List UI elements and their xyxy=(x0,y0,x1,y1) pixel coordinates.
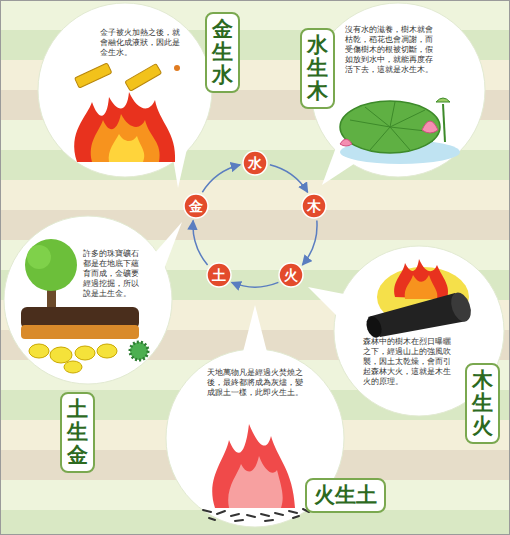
lotus-part xyxy=(350,102,435,150)
lotus-part xyxy=(422,121,438,133)
fire-part xyxy=(91,114,160,162)
fire-part xyxy=(228,456,282,508)
element-char: 金 xyxy=(189,199,203,213)
burning-log-part xyxy=(364,314,385,339)
burning-log-part xyxy=(405,275,438,299)
fire-part xyxy=(109,134,145,162)
speech-bubble: 火生土天地萬物凡是經過火焚燒之後，最終都將成為灰燼，變成跟土一樣，此即火生土。 xyxy=(165,348,345,528)
tree-soil-gold-part xyxy=(50,347,72,363)
circle-fill xyxy=(302,194,326,218)
burning-log xyxy=(364,259,475,340)
text-place: 水生木 xyxy=(300,28,335,109)
bubble-heading: 土生金 xyxy=(60,392,95,473)
element-circle: 金 xyxy=(183,193,209,219)
text-place: 金生水 xyxy=(205,12,240,93)
element-circle: 木 xyxy=(301,193,327,219)
fire xyxy=(74,92,175,162)
tree-soil-gold-part xyxy=(21,325,139,339)
text-place: 土生金 xyxy=(60,392,95,473)
circle-fill xyxy=(243,151,267,175)
burning-log-part xyxy=(447,290,474,324)
lotus-part xyxy=(340,101,440,153)
tree-gold-art xyxy=(3,215,173,385)
bubble-body: 金子被火加熱之後，就會融化成液狀，因此是金生水。 xyxy=(100,28,180,58)
cycle-arrow xyxy=(302,221,317,265)
bubble-body: 森林中的樹木在烈日曝曬之下，經過山上的強風吹襲，因土太乾燥，會而引起森林大火，這… xyxy=(363,337,455,387)
tree-soil-gold-part xyxy=(29,344,49,358)
bubble-fill xyxy=(4,216,172,384)
bubble-body: 許多的珠寶礦石都是在地底下蘊育而成，金礦要經過挖掘，所以說是土生金。 xyxy=(83,249,143,299)
bubble-heading: 火生土 xyxy=(305,478,386,513)
lotus-part xyxy=(443,104,445,142)
gold-bars-part xyxy=(174,65,180,71)
cycle-arrow xyxy=(202,165,240,192)
text-place: 火生土 xyxy=(305,478,386,513)
stripe-band xyxy=(0,180,510,210)
element-circle: 水 xyxy=(242,150,268,176)
cycle-arrow xyxy=(193,221,208,265)
text-place: 木生火 xyxy=(465,363,500,444)
circle-fill xyxy=(207,263,231,287)
element-char: 水 xyxy=(248,156,262,170)
circle-fill xyxy=(279,263,303,287)
circle-fill xyxy=(184,194,208,218)
tree-soil-gold-part xyxy=(97,344,117,358)
bubble-body: 天地萬物凡是經過火焚燒之後，最終都將成為灰燼，變成跟土一樣，此即火生土。 xyxy=(207,368,303,398)
element-char: 土 xyxy=(212,268,226,282)
tree-soil-gold-part xyxy=(64,361,82,373)
bubble-heading: 水生木 xyxy=(300,28,335,109)
tree-soil-gold-part xyxy=(130,342,148,360)
lotus xyxy=(340,98,460,164)
element-circle: 土 xyxy=(206,262,232,288)
gold-bars-part xyxy=(75,63,112,88)
bubble-tail xyxy=(153,222,182,277)
ash xyxy=(203,509,309,521)
speech-bubble: 土生金許多的珠寶礦石都是在地底下蘊育而成，金礦要經過挖掘，所以說是土生金。 xyxy=(3,215,173,385)
ash-part xyxy=(203,509,309,521)
text-place: 天地萬物凡是經過火焚燒之後，最終都將成為灰燼，變成跟土一樣，此即火生土。 xyxy=(207,368,303,398)
text-place: 許多的珠寶礦石都是在地底下蘊育而成，金礦要經過挖掘，所以說是土生金。 xyxy=(83,249,143,299)
tree-soil-gold-part xyxy=(75,346,95,360)
tree-soil-gold-part xyxy=(25,239,77,291)
bubble-body: 沒有水的滋養，樹木就會枯乾，稻花也會凋謝，而受傷樹木的根被切斷，假如放到水中，就… xyxy=(345,25,437,75)
bubble-tail xyxy=(308,287,349,320)
speech-bubble: 金生水金子被火加熱之後，就會融化成液狀，因此是金生水。 xyxy=(37,2,213,178)
text-place: 金子被火加熱之後，就會融化成液狀，因此是金生水。 xyxy=(100,28,180,58)
tree-soil-gold-part xyxy=(27,245,51,269)
burning-log-part xyxy=(394,259,448,299)
lotus-part xyxy=(340,139,352,146)
text-place: 沒有水的滋養，樹木就會枯乾，稻花也會凋謝，而受傷樹木的根被切斷，假如放到水中，就… xyxy=(345,25,437,75)
gold-bars xyxy=(75,63,180,91)
fire xyxy=(212,424,295,508)
element-char: 火 xyxy=(284,268,298,282)
cycle-arrow xyxy=(270,165,308,192)
speech-bubble: 水生木沒有水的滋養，樹木就會枯乾，稻花也會凋謝，而受傷樹木的根被切斷，假如放到水… xyxy=(310,2,486,178)
text-place: 森林中的樹木在烈日曝曬之下，經過山上的強風吹襲，因土太乾燥，會而引起森林大火，這… xyxy=(363,337,455,387)
tree-soil-gold xyxy=(21,239,148,373)
speech-bubble: 木生火森林中的樹木在烈日曝曬之下，經過山上的強風吹襲，因土太乾燥，會而引起森林大… xyxy=(333,245,505,417)
element-char: 木 xyxy=(307,199,321,213)
fire-part xyxy=(212,424,295,508)
cycle-arrow xyxy=(232,282,279,287)
fire-part xyxy=(74,92,175,162)
bubble-tail xyxy=(243,305,267,352)
lotus-part xyxy=(436,98,450,102)
gold-bars-part xyxy=(125,64,162,92)
element-circle: 火 xyxy=(278,262,304,288)
bubble-heading: 木生火 xyxy=(465,363,500,444)
bubble-heading: 金生水 xyxy=(205,12,240,93)
